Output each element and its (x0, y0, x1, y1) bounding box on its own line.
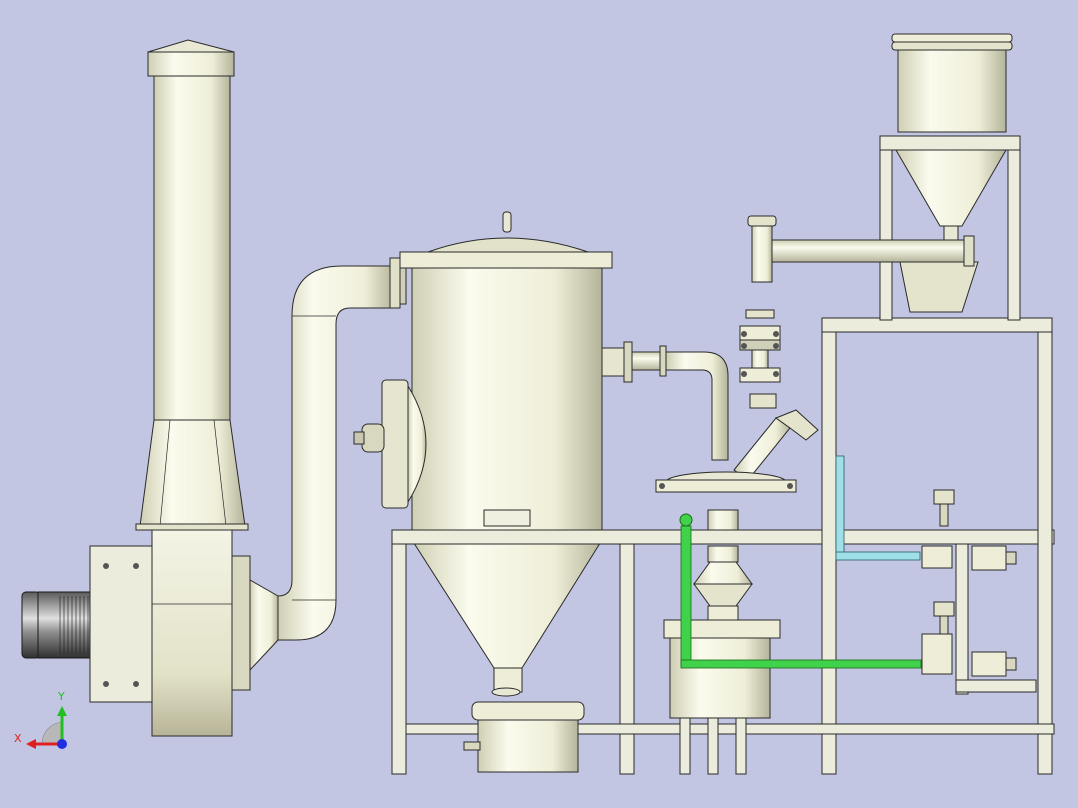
exhaust-stack[interactable] (135, 39, 249, 531)
green-process-pipe (679, 513, 922, 669)
solenoid-valve[interactable] (921, 489, 1017, 677)
inspection-port[interactable] (353, 379, 427, 509)
rotary-valve[interactable] (693, 545, 753, 621)
collection-bin[interactable] (463, 687, 585, 773)
fan-motor[interactable] (21, 591, 95, 659)
feed-hopper[interactable] (891, 33, 1013, 313)
centrifugal-fan[interactable] (89, 529, 279, 737)
cyclone-separator[interactable] (399, 211, 613, 693)
axis-triad: Y X (14, 690, 67, 749)
z-axis-dot (57, 739, 67, 749)
feed-pipe (747, 215, 975, 283)
pipe-manifold[interactable] (601, 309, 819, 481)
x-axis-label: X (14, 732, 22, 745)
collection-tank[interactable] (663, 619, 781, 775)
cyan-air-pipe (835, 455, 921, 561)
support-frame (391, 135, 1055, 775)
connecting-duct[interactable] (277, 257, 407, 641)
y-axis-label: Y (57, 690, 65, 703)
filter-housing[interactable] (655, 471, 797, 531)
